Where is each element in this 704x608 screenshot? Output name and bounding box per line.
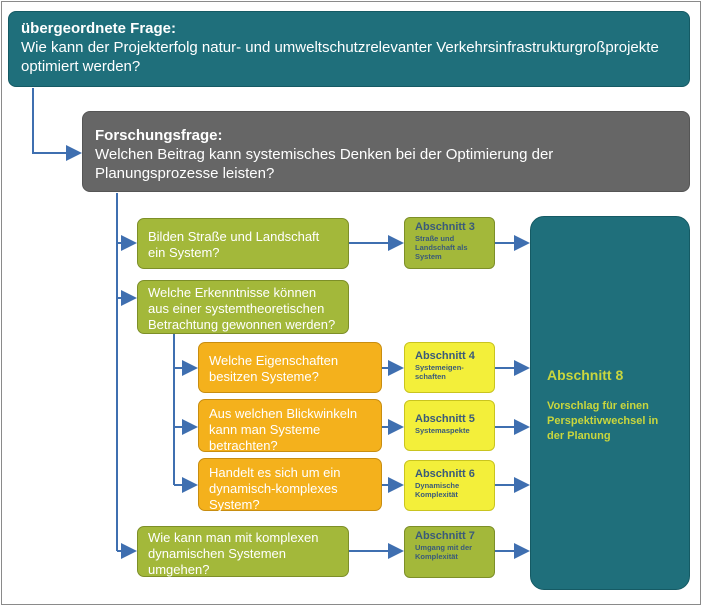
- question-insights: Welche Erkenntnisse können aus einer sys…: [137, 280, 349, 334]
- research-question-text: Welchen Beitrag kann systemisches Denken…: [95, 146, 554, 182]
- section-5-box: Abschnitt 5 Systemaspekte: [404, 400, 495, 451]
- question-perspectives: Aus welchen Blickwinkeln kann man System…: [198, 399, 382, 453]
- section-6-subtitle: Dynamische Komplexität: [415, 481, 460, 499]
- main-question-box: übergeordnete Frage: Wie kann der Projek…: [8, 11, 690, 87]
- main-question-text: Wie kann der Projekterfolg natur- und um…: [21, 39, 659, 75]
- section-8-title: Abschnitt 8: [547, 367, 624, 383]
- research-question-box: Forschungsfrage: Welchen Beitrag kann sy…: [82, 111, 690, 192]
- section-8-box: Abschnitt 8 Vorschlag für einen Perspekt…: [530, 216, 690, 590]
- section-6-box: Abschnitt 6 Dynamische Komplexität: [404, 460, 495, 511]
- question-handling-text: Wie kann man mit komplexen dynamischen S…: [148, 530, 319, 577]
- section-6-title: Abschnitt 6: [415, 468, 475, 480]
- question-handling: Wie kann man mit komplexen dynamischen S…: [137, 526, 349, 577]
- section-3-subtitle: Straße und Landschaft als System: [415, 234, 468, 261]
- main-question-title: übergeordnete Frage:: [21, 20, 177, 37]
- section-5-subtitle: Systemaspekte: [415, 426, 470, 435]
- research-question-title: Forschungsfrage:: [95, 127, 223, 144]
- connector-top-to-research: [32, 88, 82, 161]
- question-road-landscape-text: Bilden Straße und Landschaft ein System?: [148, 229, 320, 260]
- section-4-subtitle: Systemeigen-schaften: [415, 363, 464, 381]
- section-4-box: Abschnitt 4 Systemeigen-schaften: [404, 342, 495, 393]
- section-8-subtitle: Vorschlag für einen Perspektivwechsel in…: [547, 400, 659, 442]
- question-properties-text: Welche Eigenschaften besitzen Systeme?: [209, 353, 339, 384]
- question-road-landscape: Bilden Straße und Landschaft ein System?: [137, 218, 349, 269]
- question-dynamic-complex-text: Handelt es sich um ein dynamisch-komplex…: [209, 465, 341, 512]
- section-7-box: Abschnitt 7 Umgang mit der Komplexität: [404, 526, 495, 578]
- question-dynamic-complex: Handelt es sich um ein dynamisch-komplex…: [198, 458, 382, 512]
- section-4-title: Abschnitt 4: [415, 350, 475, 362]
- section-7-subtitle: Umgang mit der Komplexität: [415, 543, 473, 561]
- question-perspectives-text: Aus welchen Blickwinkeln kann man System…: [209, 406, 358, 453]
- section-3-box: Abschnitt 3 Straße und Landschaft als Sy…: [404, 217, 495, 269]
- section-7-title: Abschnitt 7: [415, 530, 475, 542]
- question-properties: Welche Eigenschaften besitzen Systeme?: [198, 342, 382, 393]
- section-5-title: Abschnitt 5: [415, 413, 475, 425]
- question-insights-text: Welche Erkenntnisse können aus einer sys…: [148, 285, 336, 332]
- section-3-title: Abschnitt 3: [415, 221, 475, 233]
